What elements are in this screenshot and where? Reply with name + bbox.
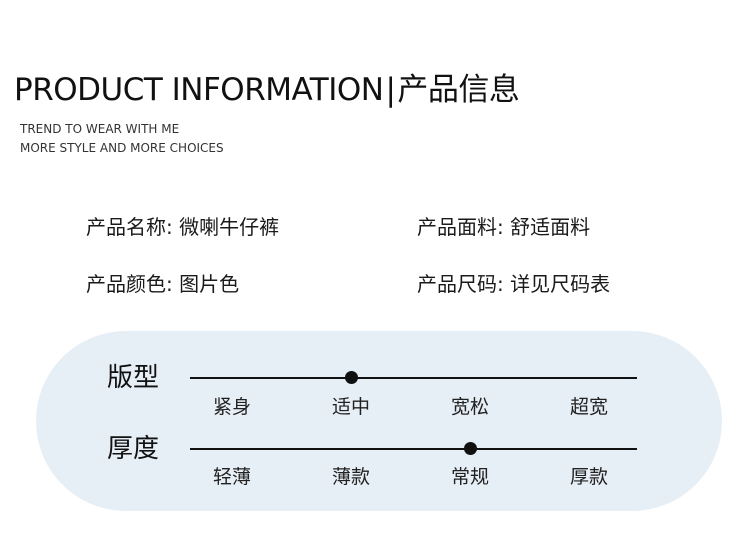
- info-size-label: 产品尺码:: [417, 272, 504, 296]
- info-product-color: 产品颜色: 图片色: [86, 271, 239, 297]
- fit-option: 适中: [331, 396, 371, 418]
- fit-scale-marker: [344, 371, 358, 384]
- fit-scale-label: 版型: [107, 363, 160, 393]
- thickness-scale-line: [190, 448, 637, 450]
- info-color-value: 图片色: [179, 272, 240, 296]
- thickness-option: 常规: [450, 466, 490, 488]
- fit-scale-line: [190, 377, 637, 379]
- page-title: PRODUCT INFORMATION|产品信息: [14, 70, 520, 110]
- info-fabric-label: 产品面料:: [417, 215, 504, 239]
- subtitle-line-2: MORE STYLE AND MORE CHOICES: [20, 141, 224, 155]
- info-product-name: 产品名称: 微喇牛仔裤: [86, 214, 279, 240]
- info-name-label: 产品名称:: [86, 215, 173, 239]
- info-size-value: 详见尺码表: [510, 272, 611, 296]
- thickness-option: 薄款: [331, 466, 371, 488]
- page-title-en: PRODUCT INFORMATION: [14, 72, 384, 108]
- subtitle-line-1: TREND TO WEAR WITH ME: [20, 122, 180, 136]
- fit-option: 宽松: [450, 396, 490, 418]
- thickness-scale-marker: [463, 442, 477, 455]
- thickness-scale-label: 厚度: [107, 434, 160, 464]
- info-color-label: 产品颜色:: [86, 272, 173, 296]
- attribute-scale-panel: [36, 331, 722, 511]
- info-product-size: 产品尺码: 详见尺码表: [417, 271, 610, 297]
- info-product-fabric: 产品面料: 舒适面料: [417, 214, 590, 240]
- fit-option: 超宽: [569, 396, 609, 418]
- fit-option: 紧身: [212, 396, 252, 418]
- thickness-option: 轻薄: [212, 466, 252, 488]
- page-title-cn: 产品信息: [397, 72, 520, 108]
- thickness-option: 厚款: [569, 466, 609, 488]
- title-separator: |: [385, 72, 396, 108]
- info-fabric-value: 舒适面料: [510, 215, 591, 239]
- info-name-value: 微喇牛仔裤: [179, 215, 280, 239]
